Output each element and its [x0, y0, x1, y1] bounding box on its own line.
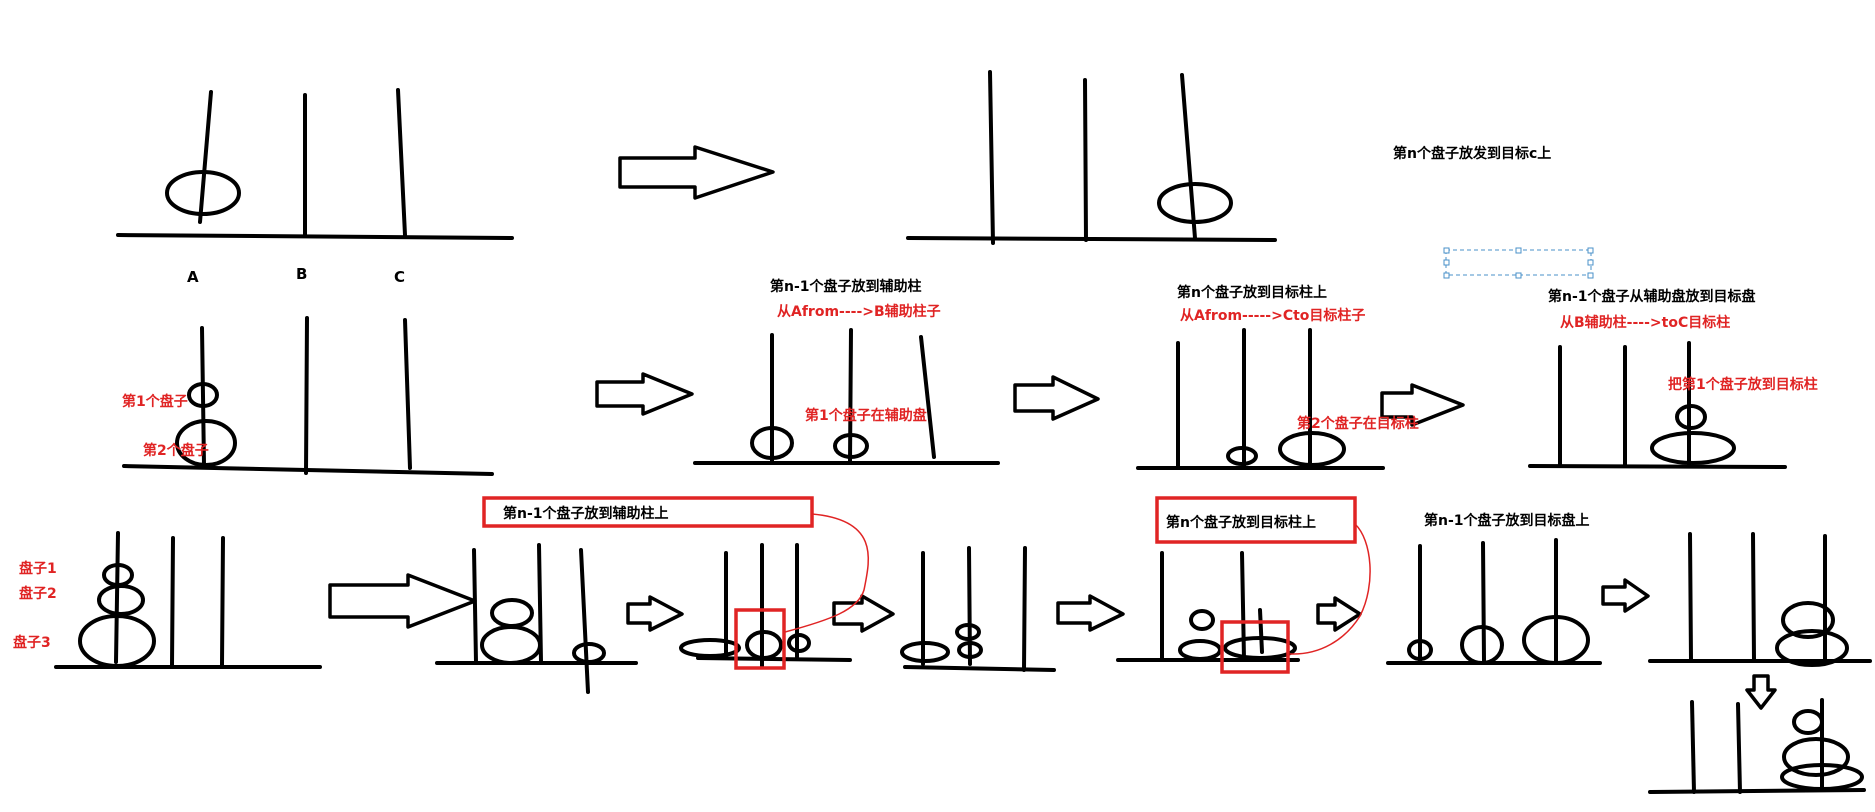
disk-small	[1675, 404, 1707, 430]
step1-move: 从Afrom---->B辅助柱子	[777, 304, 941, 320]
disk-1	[1792, 709, 1824, 735]
disk-1	[1157, 182, 1233, 224]
disk-2	[1178, 639, 1222, 661]
arrow-icon	[1601, 578, 1650, 613]
disk2-label: 第2个盘子	[143, 443, 209, 459]
peg-label-b: B	[296, 265, 308, 283]
disk-small	[833, 433, 869, 459]
arrow-icon	[626, 595, 684, 632]
big-arrow-icon	[618, 145, 775, 200]
step1-note: 第1个盘子在辅助盘	[805, 408, 927, 424]
row3-step6	[1648, 532, 1872, 667]
disk-3	[78, 614, 156, 668]
row1-before	[116, 88, 514, 240]
disk-3	[679, 638, 741, 658]
disk-2	[745, 630, 783, 660]
row2-start	[122, 316, 494, 476]
row2-step2	[1136, 328, 1385, 470]
disk-2	[957, 641, 983, 659]
highlight-box	[482, 496, 814, 528]
disk-1	[165, 170, 241, 216]
row3-step2	[679, 543, 852, 668]
disk-1	[787, 633, 811, 653]
highlight-box	[734, 608, 786, 670]
disk-small	[187, 382, 219, 408]
highlight-box	[1155, 496, 1357, 544]
disk-1	[1407, 639, 1433, 661]
step1-title: 第n-1个盘子放到辅助柱	[770, 279, 922, 295]
disk-1	[490, 598, 534, 628]
peg-label-a: A	[187, 268, 199, 286]
disk-large	[750, 426, 794, 460]
three-step3-label: 第n-1个盘子放到目标盘上	[1424, 513, 1590, 529]
row3-step1	[435, 543, 638, 694]
step3-title: 第n-1个盘子从辅助盘放到目标盘	[1548, 289, 1756, 305]
arrow-icon	[832, 594, 895, 633]
three-disk1-label: 盘子1	[19, 561, 57, 577]
disk-large	[175, 419, 237, 467]
disk-2	[1781, 601, 1835, 639]
step2-move: 从Afrom----->Cto目标柱子	[1180, 308, 1366, 324]
disk-large	[1650, 431, 1736, 465]
row1-after	[906, 70, 1277, 245]
disk-3	[1522, 615, 1590, 665]
disk-1	[955, 623, 981, 641]
row3-final	[1648, 698, 1866, 794]
disk-3	[572, 642, 606, 664]
disk-3	[1780, 763, 1864, 791]
connector-line	[784, 513, 870, 633]
step2-title: 第n个盘子放到目标柱上	[1177, 285, 1327, 301]
row3-step4	[1116, 551, 1300, 662]
big-arrow-icon	[328, 573, 477, 629]
down-arrow-icon	[1745, 674, 1777, 710]
step2-note: 第2个盘子在目标柱	[1297, 416, 1419, 432]
connector-line	[1289, 523, 1371, 655]
arrow-icon	[595, 372, 694, 416]
disk-3	[900, 641, 950, 663]
disk-2	[1460, 625, 1504, 665]
disk-2	[480, 625, 542, 665]
arrow-icon	[1013, 375, 1100, 421]
row2-step1	[693, 328, 1000, 465]
box2-label: 第n个盘子放到目标柱上	[1166, 515, 1316, 531]
disk-large	[1278, 431, 1346, 467]
step3-note: 把第1个盘子放到目标柱	[1668, 377, 1818, 393]
disk1-label: 第1个盘子	[122, 394, 188, 410]
disk-3	[1775, 629, 1849, 667]
row3-step3	[900, 546, 1056, 672]
arrow-icon	[1056, 594, 1125, 632]
step3-move: 从B辅助柱---->toC目标柱	[1560, 315, 1731, 331]
peg-label-c: C	[394, 268, 406, 286]
single-result-label: 第n个盘子放发到目标c上	[1393, 146, 1552, 162]
box1-label: 第n-1个盘子放到辅助柱上	[503, 506, 669, 522]
three-disk2-label: 盘子2	[19, 586, 57, 602]
disk-1	[1189, 609, 1215, 631]
arrow-icon	[1316, 596, 1362, 632]
disk-2	[1782, 737, 1850, 777]
row3-step5	[1386, 538, 1602, 665]
arrow-icon	[1380, 383, 1465, 427]
selection-box[interactable]	[1443, 247, 1594, 279]
disk-3	[1223, 636, 1297, 660]
disk-small	[1226, 446, 1258, 466]
highlight-box	[1220, 620, 1290, 674]
disk-2	[97, 584, 145, 616]
row3-start	[54, 531, 322, 669]
row2-step3	[1528, 341, 1787, 469]
three-disk3-label: 盘子3	[13, 635, 51, 651]
